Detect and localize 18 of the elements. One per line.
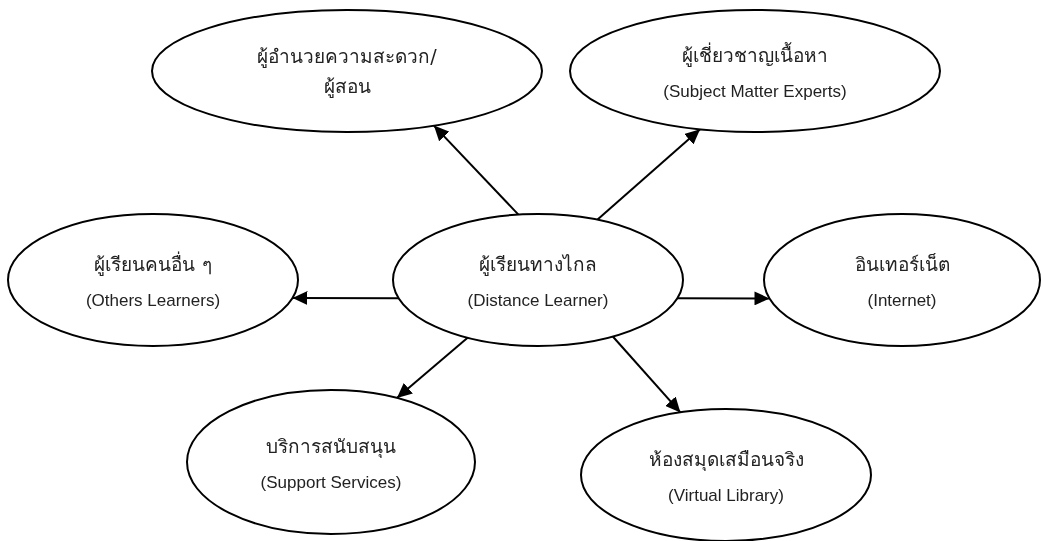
node-subtitle: (Subject Matter Experts) — [663, 82, 847, 101]
node-subtitle: (Others Learners) — [85, 291, 221, 310]
arrow — [291, 291, 400, 306]
arrow — [432, 124, 520, 216]
arrow — [611, 335, 682, 414]
node-label: ผู้เรียนคนอื่น ๆ — [94, 253, 212, 275]
node-label: ห้องสมุดเสมือนจริง — [648, 448, 804, 470]
node-label: อินเทอร์เน็ต — [854, 253, 950, 275]
node-subtitle: (Virtual Library) — [668, 486, 784, 505]
node-label: บริการสนับสนุน — [266, 435, 396, 457]
node-subtitle: (Support Services) — [260, 473, 402, 492]
node-label: ผู้อำนวยความสะดวก/ผู้สอน — [257, 45, 437, 97]
node-label: ผู้เรียนทางไกล — [479, 253, 597, 275]
node-subtitle: (Distance Learner) — [467, 291, 609, 310]
node-subtitle: (Internet) — [867, 291, 937, 310]
arrow — [596, 128, 702, 221]
node-label: ผู้เชี่ยวชาญเนื้อหา — [682, 44, 828, 66]
arrow — [395, 336, 469, 399]
